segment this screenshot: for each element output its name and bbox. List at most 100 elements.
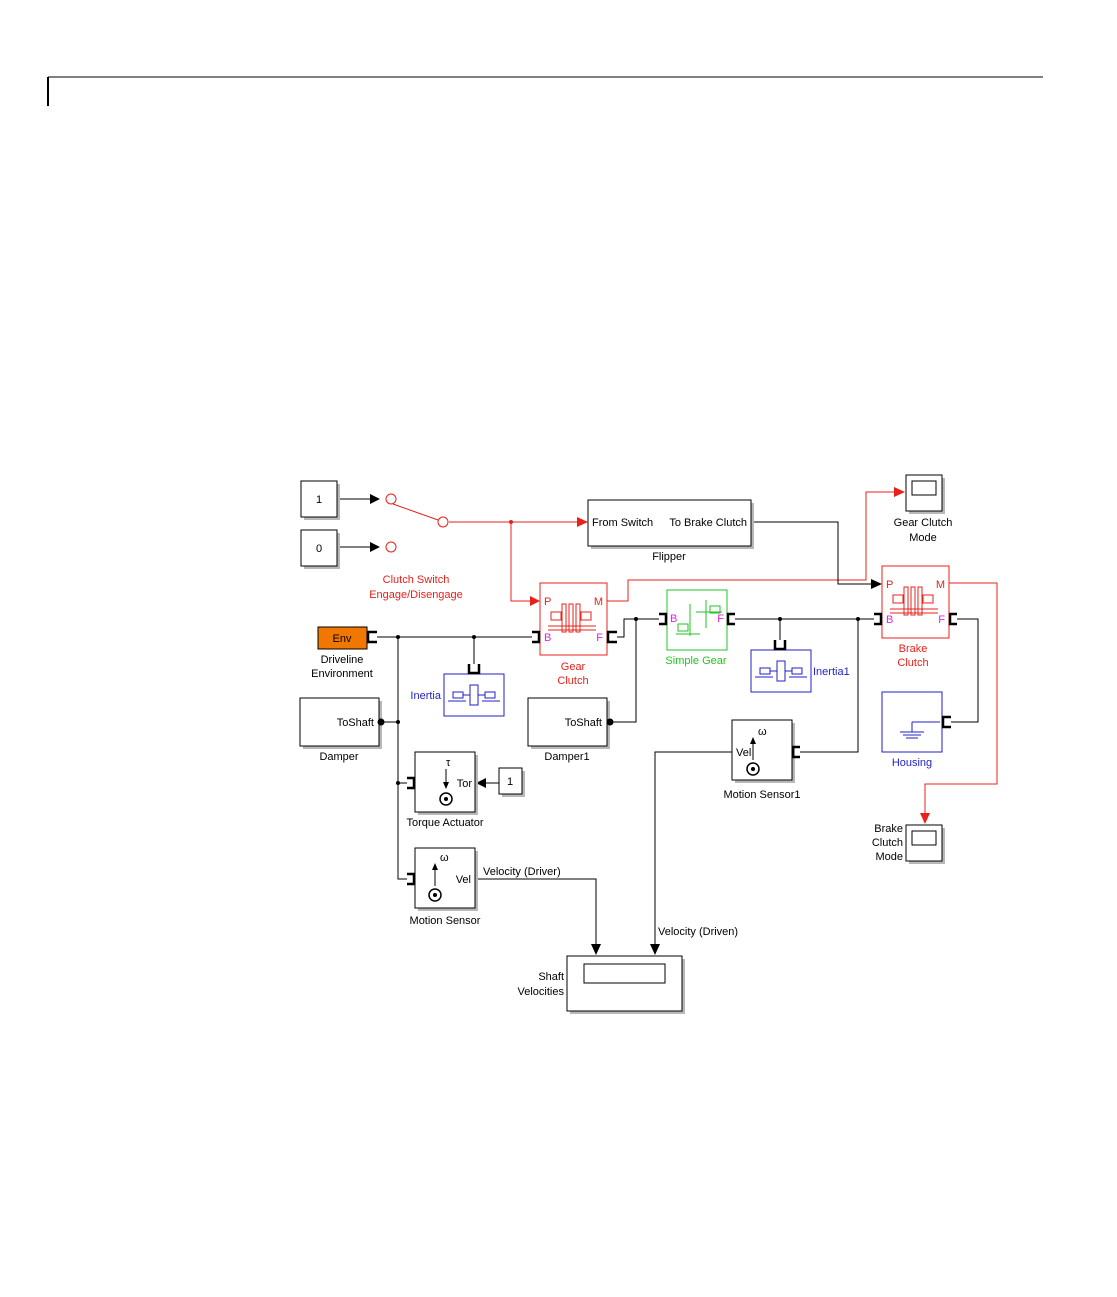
omega-symbol: ω <box>440 852 449 864</box>
arrowhead <box>370 494 380 504</box>
flipper-block[interactable]: From Switch To Brake Clutch <box>587 499 754 549</box>
switch-output <box>437 516 449 528</box>
brake-clutch-mode-label-3: Mode <box>875 851 903 863</box>
wire-motionsensor1 <box>800 619 859 753</box>
motion-sensor-port <box>407 872 416 886</box>
damper-port <box>377 718 385 726</box>
gear-clutch-port-left <box>532 630 541 644</box>
wire-brakeclutch-housing <box>951 618 979 723</box>
motion-sensor-block[interactable]: ω Vel <box>407 847 478 911</box>
shaft-velocities-display[interactable] <box>566 955 685 1014</box>
arrowhead <box>591 944 601 955</box>
clutch-icon <box>890 586 938 616</box>
gear-clutch-port-b: B <box>544 632 551 644</box>
torque-actuator-label: Torque Actuator <box>406 817 483 829</box>
brake-clutch-mode-label-1: Brake <box>874 823 903 835</box>
gear-clutch-mode-scope[interactable] <box>905 474 945 514</box>
clutch-switch-label-1: Clutch Switch <box>383 574 450 586</box>
gear-clutch-label-1: Gear <box>561 661 586 673</box>
sensor-bullseye-dot <box>751 767 755 771</box>
gear-clutch-port-right <box>606 630 617 644</box>
brake-clutch-block[interactable]: P M B F <box>874 565 957 639</box>
constant-1-value: 1 <box>316 494 322 506</box>
arrowhead <box>894 487 905 497</box>
flipper-label: Flipper <box>652 551 686 563</box>
switch-lever <box>392 503 439 521</box>
constant-torque-value: 1 <box>507 776 513 788</box>
wire-gearclutch-mode <box>607 491 895 602</box>
inertia-label: Inertia <box>410 690 441 702</box>
wire-velocity-driven <box>654 751 732 944</box>
wire-brakeclutch-mode <box>924 582 998 814</box>
inertia-port <box>467 664 481 675</box>
gear-clutch-block[interactable]: P M B F <box>532 582 617 656</box>
brake-clutch-port-right <box>948 612 957 626</box>
housing-block[interactable] <box>881 691 951 753</box>
simple-gear-block[interactable]: B F <box>659 589 735 651</box>
constant-torque-block[interactable]: 1 <box>498 767 525 797</box>
constant-1-block[interactable]: 1 <box>300 480 340 520</box>
arrowhead <box>871 579 882 589</box>
gear-icon <box>676 600 722 636</box>
brake-clutch-port-p: P <box>886 579 893 591</box>
brake-clutch-port-f: F <box>938 614 945 626</box>
damper1-port <box>606 718 614 726</box>
sensor-arrowhead <box>432 863 438 870</box>
torque-symbol: τ <box>446 757 451 769</box>
inertia-icon <box>448 684 500 706</box>
inertia-block[interactable] <box>443 664 505 717</box>
simple-gear-port-b: B <box>670 613 677 625</box>
housing-label: Housing <box>892 757 932 769</box>
simple-gear-port-right <box>726 612 735 626</box>
driveline-env-label-1: Driveline <box>321 654 364 666</box>
display-window <box>583 963 666 984</box>
damper1-label: Damper1 <box>544 751 589 763</box>
gear-clutch-mode-label-1: Gear Clutch <box>894 517 953 529</box>
simple-gear-port-f: F <box>717 613 724 625</box>
wire-flipper-brakeclutch <box>751 521 872 585</box>
clutch-switch-block[interactable] <box>385 493 449 553</box>
damper1-block[interactable]: ToShaft <box>527 697 614 749</box>
arrowhead <box>476 778 486 788</box>
constant-0-block[interactable]: 0 <box>300 529 340 569</box>
velocity-driven-label: Velocity (Driven) <box>658 926 738 938</box>
brake-clutch-port-b: B <box>886 614 893 626</box>
torque-port-label: Tor <box>457 778 473 790</box>
motion-sensor-label: Motion Sensor <box>410 915 481 927</box>
sensor-arrowhead <box>750 737 756 744</box>
simple-gear-label: Simple Gear <box>665 655 726 667</box>
brake-clutch-label-2: Clutch <box>897 657 928 669</box>
motion-sensor1-block[interactable]: ω Vel <box>731 719 800 783</box>
brake-clutch-mode-scope[interactable] <box>905 824 945 864</box>
damper-port-label: ToShaft <box>337 717 374 729</box>
gear-clutch-port-f: F <box>596 632 603 644</box>
motion-sensor1-port-label: Vel <box>736 747 751 759</box>
env-block-label: Env <box>333 633 352 645</box>
simple-gear-port-left <box>659 612 668 626</box>
housing-port <box>941 715 951 729</box>
damper-label: Damper <box>319 751 358 763</box>
omega-symbol: ω <box>758 726 767 738</box>
gear-clutch-label-2: Clutch <box>557 675 588 687</box>
brake-clutch-mode-label-2: Clutch <box>872 837 903 849</box>
wire-gearclutch-simplegear <box>617 618 659 638</box>
arrowhead <box>920 813 930 824</box>
inertia1-port <box>773 640 787 651</box>
wire-velocity-driver <box>475 878 597 944</box>
motion-sensor1-port <box>791 745 800 759</box>
torque-bullseye-dot <box>444 797 448 801</box>
driveline-env-block[interactable]: Env <box>317 626 377 650</box>
damper-block[interactable]: ToShaft <box>299 697 385 749</box>
motion-sensor1-label: Motion Sensor1 <box>723 789 800 801</box>
arrowhead <box>370 542 380 552</box>
scope-screen <box>911 830 937 846</box>
inertia1-block[interactable] <box>750 640 812 693</box>
flipper-out-port: To Brake Clutch <box>669 517 747 529</box>
torque-actuator-block[interactable]: τ Tor <box>407 751 478 815</box>
torque-actuator-port <box>407 776 416 790</box>
flipper-in-port: From Switch <box>592 517 653 529</box>
switch-input-2 <box>385 541 397 553</box>
gear-clutch-mode-label-2: Mode <box>909 532 937 544</box>
